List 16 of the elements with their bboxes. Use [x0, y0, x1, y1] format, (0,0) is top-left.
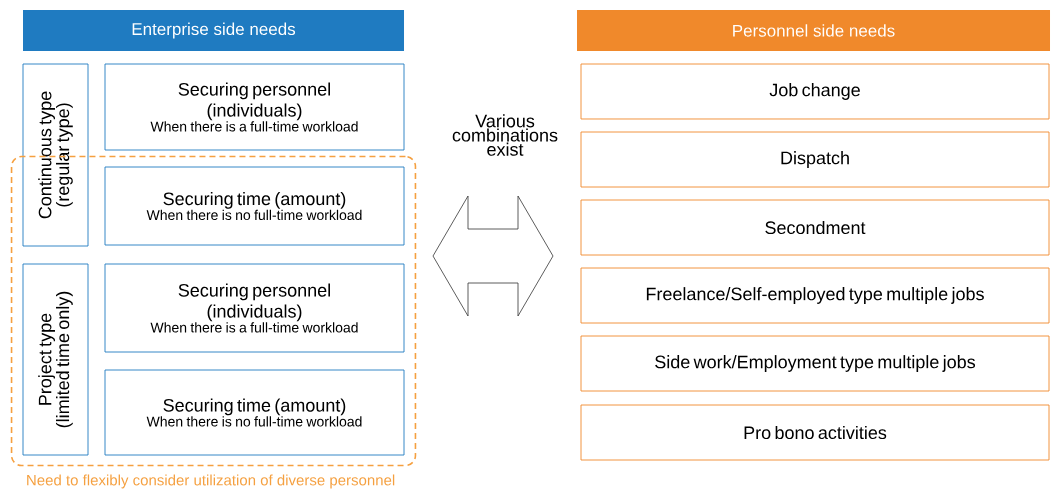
arrow-caption: Various combinations exist — [452, 114, 558, 156]
need-box: Securing time (amount) When there is no full-time workload — [104, 166, 405, 246]
need-box: Securing personnel (individuals) When there is a full-time workload — [104, 63, 405, 151]
header-band: Personnel side needs — [577, 10, 1050, 51]
group-caption: Need to flexibly consider utilization of diverse personnel — [27, 474, 395, 489]
need-box: Side work/Employment type multiple jobs — [580, 335, 1050, 392]
category-box: Continuous type (regular type) — [22, 63, 89, 247]
need-box: Job change — [580, 63, 1050, 120]
need-box: Freelance/Self-employed type multiple jobs — [580, 267, 1050, 324]
need-box: Dispatch — [580, 131, 1050, 188]
need-box: Pro bono activities — [580, 404, 1050, 461]
need-box: Securing time (amount) When there is no full-time workload — [104, 369, 405, 456]
need-box: Securing personnel (individuals) When there is a full-time workload — [104, 263, 405, 353]
category-box: Project type (limited time only) — [22, 263, 89, 456]
header-band: Enterprise side needs — [23, 10, 404, 51]
need-box: Secondment — [580, 199, 1050, 256]
